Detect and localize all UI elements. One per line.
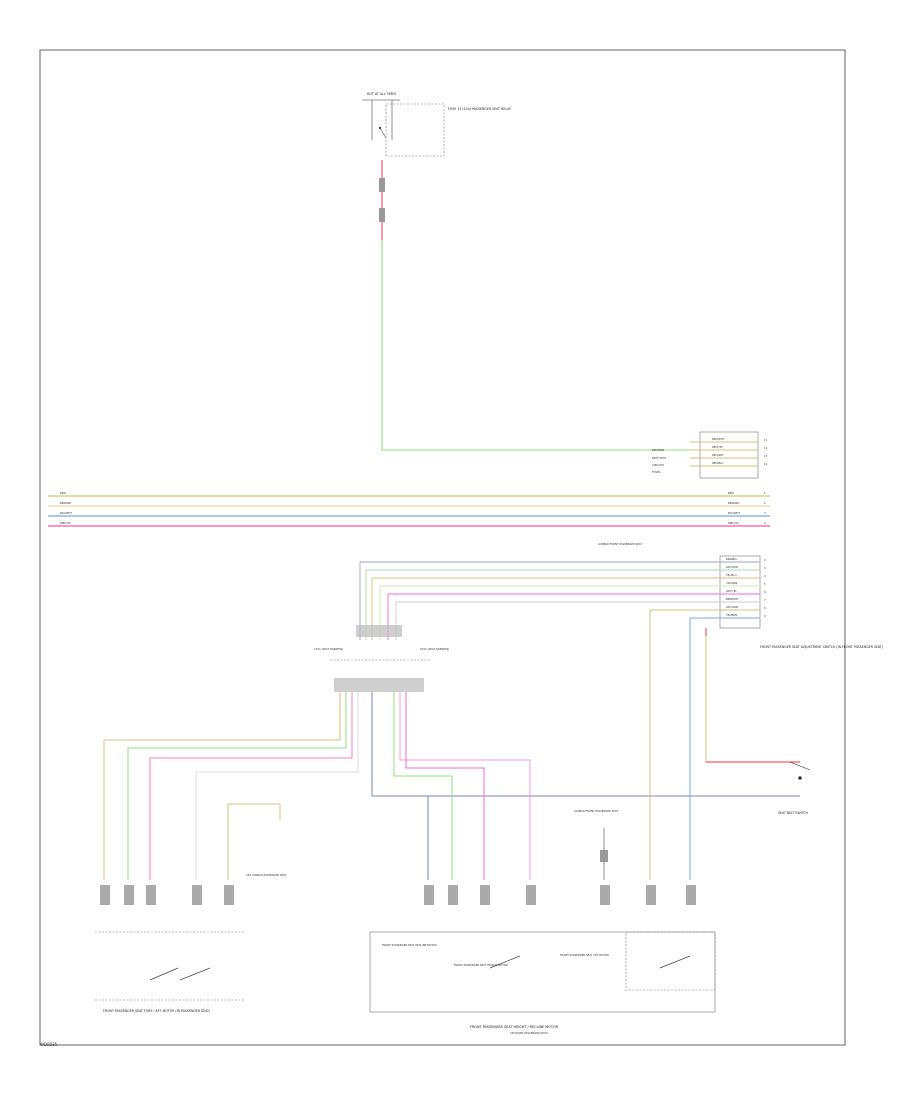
top-row-1-wire: RED/YEL — [712, 445, 724, 449]
bus-pin-1: 2 — [764, 501, 766, 505]
sc-row-7-pin: 9 — [764, 614, 766, 618]
seat-belt-switch: SEAT BELT SWITCH — [778, 761, 811, 815]
top-left-label-2: CIRCUITS — [652, 463, 664, 467]
sc-row-0-wire: BRN/BLU — [726, 557, 737, 561]
footer-code: WD0035 — [40, 1042, 58, 1047]
top-left-label-0: RED/GRN — [652, 448, 664, 452]
relay-label: FUSE 13 (15A) PASSENGER SEAT RELAY — [448, 107, 511, 111]
top-row-2-wire: RED/GRY — [712, 453, 724, 457]
sc-row-3-pin: 5 — [764, 582, 766, 586]
right-label-2: SEAT BELT SWITCH — [778, 811, 809, 815]
right-wires — [371, 610, 800, 880]
sc-row-2-wire: YEL/BLU — [726, 573, 737, 577]
top-row-3-pin: 14 — [764, 462, 768, 466]
sc-row-4-pin: 6 — [764, 590, 766, 594]
sc-row-5-wire: BRN/WHT — [726, 597, 739, 601]
top-left-label-3: FUSES — [652, 470, 661, 474]
bus-left-0: BRN — [60, 491, 66, 495]
bus-pin-2: 3 — [764, 511, 766, 515]
second-connector-title: LUMBAR FRONT PASSENGER SEAT — [598, 542, 642, 546]
sc-row-6-pin: 8 — [764, 606, 766, 610]
fuse-label: HOT AT ALL TIMES — [367, 92, 396, 96]
splice-label-1: C152 (SEAT HARNESS) — [420, 647, 449, 651]
splice-label-0: C151 (SEAT HARNESS) — [314, 647, 343, 651]
lumbar-motor-label: LUMBAR FRONT PASSENGER SEAT — [574, 809, 618, 813]
top-row-3-wire: RED/BLU — [712, 461, 723, 465]
bus-pin-3: 4 — [764, 521, 766, 525]
right-label-1: FRONT PASSENGER SEAT ADJUSTMENT SWITCH (… — [760, 645, 883, 649]
lumbar-motor-left-label: C94 LUMBAR PASSENGER SEAT — [246, 873, 287, 877]
sc-row-3-wire: VIO/GRN — [726, 581, 737, 585]
inner-label-2: FRONT PASSENGER SEAT TILT MOTOR — [560, 953, 609, 957]
sc-row-5-pin: 7 — [764, 598, 766, 602]
bus-pin-0: 1 — [764, 491, 766, 495]
diagram-frame — [39, 49, 846, 1046]
sc-row-1-wire: GRY/GRN — [726, 565, 738, 569]
inner-label-0: FRONT PASSENGER SEAT RECLINE MOTOR — [382, 943, 437, 947]
sc-row-6-wire: GRY/GRN — [726, 605, 738, 609]
left-motor-module: FRONT PASSENGER SEAT FORE / AFT MOTOR (I… — [95, 885, 245, 1013]
bus-right-1: BRN/GRY — [728, 501, 740, 505]
bottom-box-label: FRONT PASSENGER SEAT HEIGHT / RECLINE MO… — [470, 1025, 559, 1029]
sc-row-1-pin: 3 — [764, 566, 766, 570]
bus-wires: BRN BRN/GRY BLU/WHT PNK/VIO BRN BRN/GRY … — [48, 491, 770, 527]
top-row-1-pin: 12 — [764, 446, 768, 450]
top-row-2-pin: 13 — [764, 454, 768, 458]
connector-c1 — [379, 178, 385, 192]
bus-left-2: BLU/WHT — [60, 511, 72, 515]
bus-right-3: PNK/VIO — [728, 521, 739, 525]
bottom-right-module: FRONT PASSENGER SEAT RECLINE MOTOR FRONT… — [369, 885, 716, 1035]
left-module-label: FRONT PASSENGER SEAT FORE / AFT MOTOR (I… — [103, 1009, 210, 1013]
top-relay-module: HOT AT ALL TIMES FUSE 13 (15A) PASSENGER… — [362, 92, 511, 157]
sc-row-4-wire: GRY/YEL — [726, 589, 737, 593]
connector-c2 — [379, 208, 385, 222]
bus-right-2: BLU/WHT — [728, 511, 740, 515]
top-row-0-wire: RED/WHT — [712, 437, 725, 441]
sc-row-2-pin: 4 — [764, 574, 766, 578]
sc-row-0-pin: 2 — [764, 558, 766, 562]
bus-left-1: BRN/GRY — [60, 501, 72, 505]
second-connector: LUMBAR FRONT PASSENGER SEAT BRN/BLU 2 GR… — [360, 542, 766, 629]
top-left-label-1: SEAT HEAT — [652, 456, 666, 460]
top-right-connector: RED/WHT 11 RED/YEL 12 RED/GRY 13 RED/BLU… — [652, 431, 768, 479]
splice-connectors: C151 (SEAT HARNESS) C152 (SEAT HARNESS) — [314, 562, 449, 692]
bus-right-0: BRN — [728, 491, 734, 495]
lumbar-motor: LUMBAR FRONT PASSENGER SEAT C94 LUMBAR P… — [246, 809, 618, 880]
left-wires — [103, 692, 359, 880]
bottom-box-sub: (IN FRONT PASSENGER SEAT) — [510, 1031, 548, 1035]
top-row-0-pin: 11 — [764, 438, 768, 442]
bus-left-3: PNK/VIO — [60, 521, 71, 525]
sc-row-7-wire: YEL/BRN — [726, 613, 737, 617]
inner-label-1: FRONT PASSENGER SEAT HEIGHT MOTOR — [454, 963, 508, 967]
